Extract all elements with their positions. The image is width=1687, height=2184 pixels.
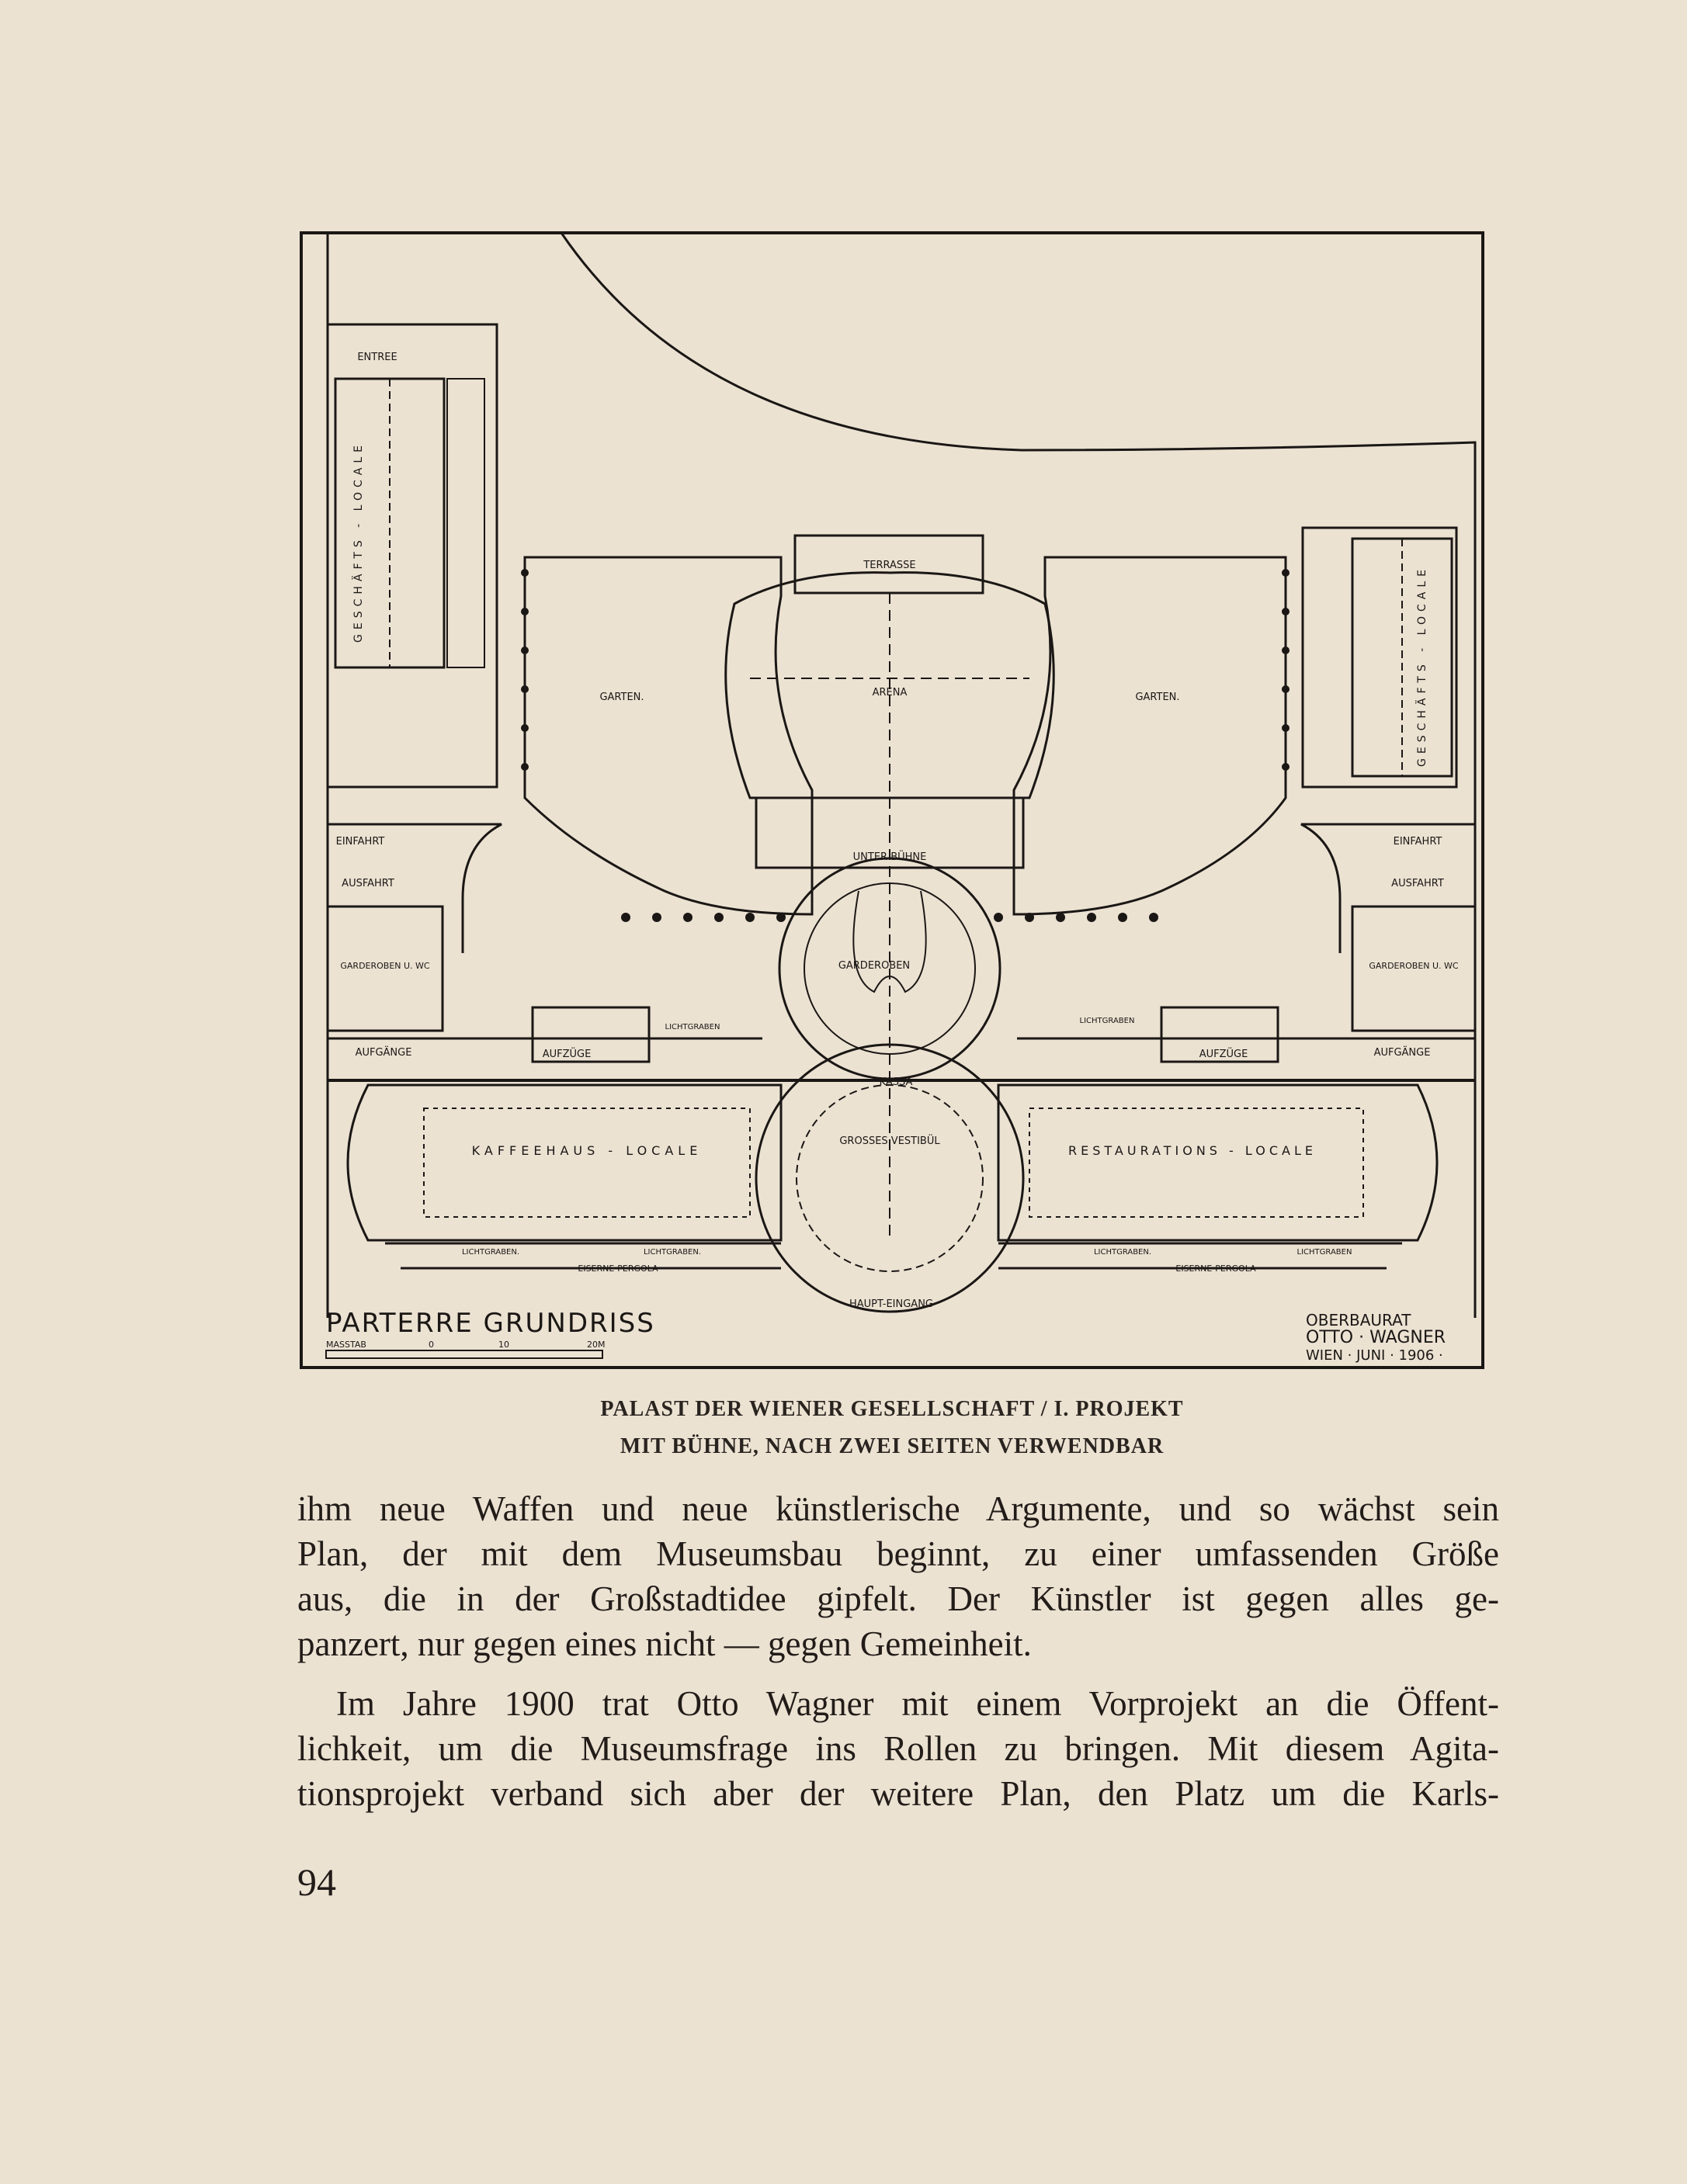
label-lichtgraben-br2: LICHTGRABEN xyxy=(1297,1248,1352,1257)
label-garderoben-right: GARDEROBEN U. WC xyxy=(1369,961,1459,971)
plan-title: PARTERRE GRUNDRISS xyxy=(326,1308,655,1339)
page-number: 94 xyxy=(297,1860,336,1904)
scale-mark-0: 0 xyxy=(429,1340,434,1350)
body-paragraph-1: ihm neue Waffen und neue künstlerische A… xyxy=(297,1486,1499,1666)
scale-mark-10: 10 xyxy=(498,1340,509,1350)
label-aufgaenge-right: AUFGÄNGE xyxy=(1374,1046,1431,1059)
text-line: Im Jahre 1900 trat Otto Wagner mit einem… xyxy=(336,1684,1499,1723)
label-ausfahrt-right: AUSFAHRT xyxy=(1391,878,1444,889)
label-pergola-left: EISERNE-PERGOLA xyxy=(578,1264,658,1274)
text-line: lichkeit, um die Museumsfrage ins Rollen… xyxy=(297,1729,1499,1768)
label-lichtgraben-bl1: LICHTGRABEN. xyxy=(462,1248,519,1257)
driveway-left xyxy=(328,823,502,953)
label-terrasse: TERRASSE xyxy=(863,560,915,571)
garden-right xyxy=(1012,556,1287,916)
label-aufgaenge-left: AUFGÄNGE xyxy=(356,1046,412,1059)
label-kassa: KASSA xyxy=(880,1076,913,1088)
label-aufzuege-right: AUFZÜGE xyxy=(1199,1047,1248,1060)
label-einfahrt-right: EINFAHRT xyxy=(1394,836,1442,848)
label-arena: ARENA xyxy=(873,687,908,699)
label-lichtgraben-left: LICHTGRABEN xyxy=(665,1023,720,1031)
floor-plan-drawing: TERRASSE ARENA GARTEN. GARTEN. UNTER BÜH… xyxy=(300,231,1484,1369)
signature-line-1: OBERBAURAT xyxy=(1306,1311,1411,1329)
arena xyxy=(724,571,1055,799)
label-garderoben-center: GARDEROBEN xyxy=(838,960,910,972)
label-vestibuel: GROSSES VESTIBÜL xyxy=(839,1134,940,1147)
colonnade-columns xyxy=(521,569,1290,922)
caption-line-1: PALAST DER WIENER GESELLSCHAFT / I. PROJ… xyxy=(600,1397,1184,1421)
stage xyxy=(755,796,1025,869)
label-einfahrt-left: EINFAHRT xyxy=(336,836,385,848)
label-aufzuege-left: AUFZÜGE xyxy=(543,1047,592,1060)
text-line: panzert, nur gegen eines nicht — gegen G… xyxy=(297,1624,1032,1663)
text-line: ihm neue Waffen und neue künstlerische A… xyxy=(297,1489,1499,1528)
body-paragraph-2: Im Jahre 1900 trat Otto Wagner mit einem… xyxy=(297,1681,1499,1816)
cafe-hall xyxy=(346,1083,783,1242)
scale-bar xyxy=(325,1350,603,1359)
signature-line-3: WIEN · JUNI · 1906 · xyxy=(1306,1347,1443,1364)
label-ausfahrt-left: AUSFAHRT xyxy=(342,878,394,889)
text-line: Plan, der mit dem Museumsbau beginnt, zu… xyxy=(297,1534,1499,1573)
label-garten-right: GARTEN. xyxy=(1135,692,1179,703)
garden-left xyxy=(523,556,814,916)
left-wing xyxy=(326,323,498,789)
scale-label: MASSTAB xyxy=(326,1340,366,1350)
text-line: aus, die in der Großstadtidee gipfelt. D… xyxy=(297,1579,1499,1618)
floor-plan-figure: TERRASSE ARENA GARTEN. GARTEN. UNTER BÜH… xyxy=(300,231,1484,1369)
label-garderoben-left: GARDEROBEN U. WC xyxy=(340,961,430,971)
label-kaffeehaus: KAFFEEHAUS - LOCALE xyxy=(472,1143,703,1158)
label-restaurations: RESTAURATIONS - LOCALE xyxy=(1068,1143,1317,1158)
signature-line-2: OTTO · WAGNER xyxy=(1306,1328,1446,1347)
vestibule xyxy=(755,1043,1025,1313)
plan-frame xyxy=(300,231,1484,1369)
text-line: tionsprojekt verband sich aber der weite… xyxy=(297,1774,1499,1813)
label-unterbuehne: UNTER BÜHNE xyxy=(853,850,927,863)
label-lichtgraben-br1: LICHTGRABEN. xyxy=(1094,1248,1151,1257)
label-entree: ENTREE xyxy=(357,352,397,363)
label-geschaefts-right: GESCHÄFTS - LOCALE xyxy=(1415,565,1428,767)
site-boundary xyxy=(328,231,1477,1318)
label-geschaefts-left: GESCHÄFTS - LOCALE xyxy=(351,441,365,643)
restaurant-hall xyxy=(997,1083,1439,1242)
label-garten-left: GARTEN. xyxy=(599,692,644,703)
label-pergola-right: EISERNE-PERGOLA xyxy=(1175,1264,1256,1274)
scale-mark-20: 20M xyxy=(587,1340,606,1350)
caption-line-2: MIT BÜHNE, NACH ZWEI SEITEN VERWENDBAR xyxy=(620,1434,1165,1458)
driveway-right xyxy=(1300,823,1475,953)
label-lichtgraben-bl2: LICHTGRABEN. xyxy=(644,1248,701,1257)
label-haupteingang: HAUPT-EINGANG xyxy=(849,1298,933,1310)
label-lichtgraben-right: LICHTGRABEN xyxy=(1080,1017,1135,1025)
right-wing xyxy=(1301,526,1458,789)
